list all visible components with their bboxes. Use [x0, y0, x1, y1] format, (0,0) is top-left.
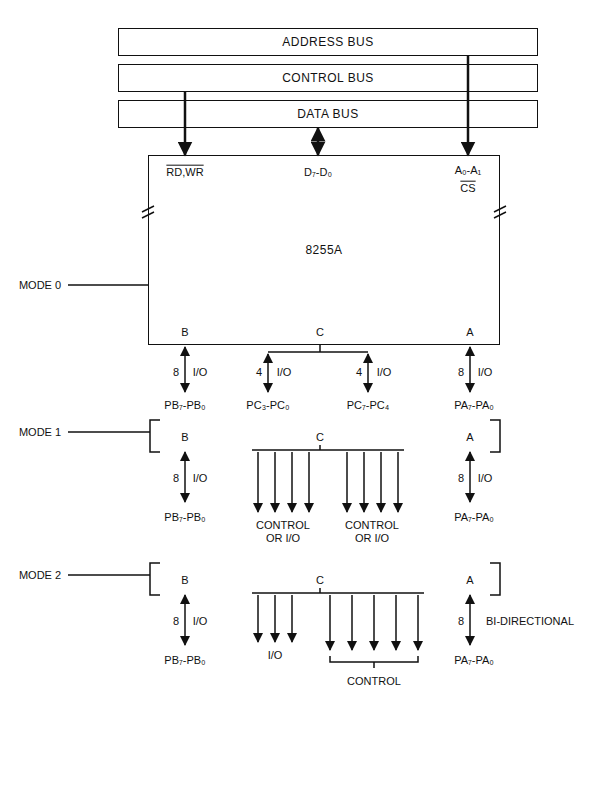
port-c-tick — [319, 445, 321, 450]
port-name: C — [316, 431, 324, 444]
mode-bracket — [150, 420, 160, 452]
port-name: C — [316, 574, 324, 587]
io-label: I/O — [193, 472, 208, 485]
port-name: B — [181, 574, 188, 587]
io-arrow — [469, 452, 471, 502]
bit-count: 8 — [458, 366, 464, 379]
bus-connector — [467, 56, 470, 155]
control-line — [397, 452, 399, 512]
port-name: B — [181, 326, 188, 339]
signal-name: PA₇-PA₀ — [454, 654, 494, 667]
io-arrow — [267, 354, 269, 392]
signal-name: CONTROL OR I/O — [340, 519, 404, 544]
bit-count: 4 — [356, 366, 362, 379]
io-arrow — [469, 347, 471, 392]
mode-line — [68, 431, 150, 433]
control-line — [346, 452, 348, 512]
signal-name: PB₇-PB₀ — [164, 654, 205, 667]
pin-name: A₀-A₁ — [455, 164, 482, 177]
control-line — [308, 452, 310, 512]
control-bus: CONTROL BUS — [118, 64, 538, 92]
bidirectional-arrow — [469, 595, 471, 645]
pin-name: CS — [460, 182, 475, 195]
mode-name: MODE 1 — [19, 426, 61, 439]
bus-name: ADDRESS BUS — [282, 35, 374, 49]
control-brace — [330, 656, 418, 668]
signal-name: PA₇-PA₀ — [454, 399, 494, 412]
signal-name: PA₇-PA₀ — [454, 511, 494, 524]
port-name: A — [466, 326, 473, 339]
bit-count: 4 — [256, 366, 262, 379]
io-line — [274, 595, 276, 642]
control-line — [291, 452, 293, 512]
bit-count: 8 — [173, 366, 179, 379]
data-bus: DATA BUS — [118, 100, 538, 128]
signal-name: CONTROL — [347, 675, 401, 688]
bus-connector — [317, 128, 320, 155]
control-line — [380, 452, 382, 512]
port-name: A — [466, 431, 473, 444]
io-label: I/O — [478, 366, 493, 379]
port-c-tick — [319, 588, 321, 593]
port-c-tick — [319, 345, 321, 352]
signal-name: PB₇-PB₀ — [164, 399, 205, 412]
mode-bracket — [150, 563, 160, 595]
io-label: I/O — [277, 366, 292, 379]
mode-line — [68, 284, 148, 286]
bit-count: 8 — [173, 615, 179, 628]
io-label: I/O — [478, 472, 493, 485]
chip-name: 8255A — [305, 243, 342, 257]
control-line — [417, 595, 419, 650]
io-label: I/O — [268, 649, 283, 662]
control-line — [329, 595, 331, 650]
bus-connector — [184, 92, 187, 155]
io-line — [257, 595, 259, 642]
mode-name: MODE 2 — [19, 569, 61, 582]
mode-name: MODE 0 — [19, 279, 61, 292]
mode-line — [68, 574, 150, 576]
signal-name: PC₇-PC₄ — [347, 399, 390, 412]
io-arrow — [184, 347, 186, 392]
pin-name: RD,WR — [166, 166, 203, 179]
mode-label: BI-DIRECTIONAL — [486, 615, 574, 628]
bit-count: 8 — [458, 472, 464, 485]
signal-name: CONTROL OR I/O — [251, 519, 315, 544]
address-bus: ADDRESS BUS — [118, 28, 538, 56]
io-label: I/O — [193, 615, 208, 628]
control-line — [274, 452, 276, 512]
control-line — [363, 452, 365, 512]
port-c-bar — [252, 449, 404, 451]
control-line — [257, 452, 259, 512]
bit-count: 8 — [173, 472, 179, 485]
mode-bracket — [490, 563, 500, 595]
io-label: I/O — [377, 366, 392, 379]
port-name: B — [181, 431, 188, 444]
control-line — [373, 595, 375, 650]
port-c-bar — [268, 351, 368, 353]
control-line — [395, 595, 397, 650]
io-arrow — [184, 452, 186, 502]
port-name: A — [466, 574, 473, 587]
io-line — [291, 595, 293, 642]
control-line — [351, 595, 353, 650]
mode-bracket — [490, 420, 500, 452]
io-arrow — [184, 595, 186, 645]
port-name: C — [316, 326, 324, 339]
break-mark — [494, 206, 506, 218]
port-c-bar — [252, 592, 424, 594]
bus-name: DATA BUS — [297, 107, 359, 121]
pin-name: D₇-D₀ — [304, 166, 332, 179]
signal-name: PB₇-PB₀ — [164, 511, 205, 524]
io-label: I/O — [193, 366, 208, 379]
signal-name: PC₃-PC₀ — [246, 399, 289, 412]
io-arrow — [367, 354, 369, 392]
bus-name: CONTROL BUS — [282, 71, 374, 85]
chip-box: 8255A — [148, 155, 500, 345]
bit-count: 8 — [458, 615, 464, 628]
